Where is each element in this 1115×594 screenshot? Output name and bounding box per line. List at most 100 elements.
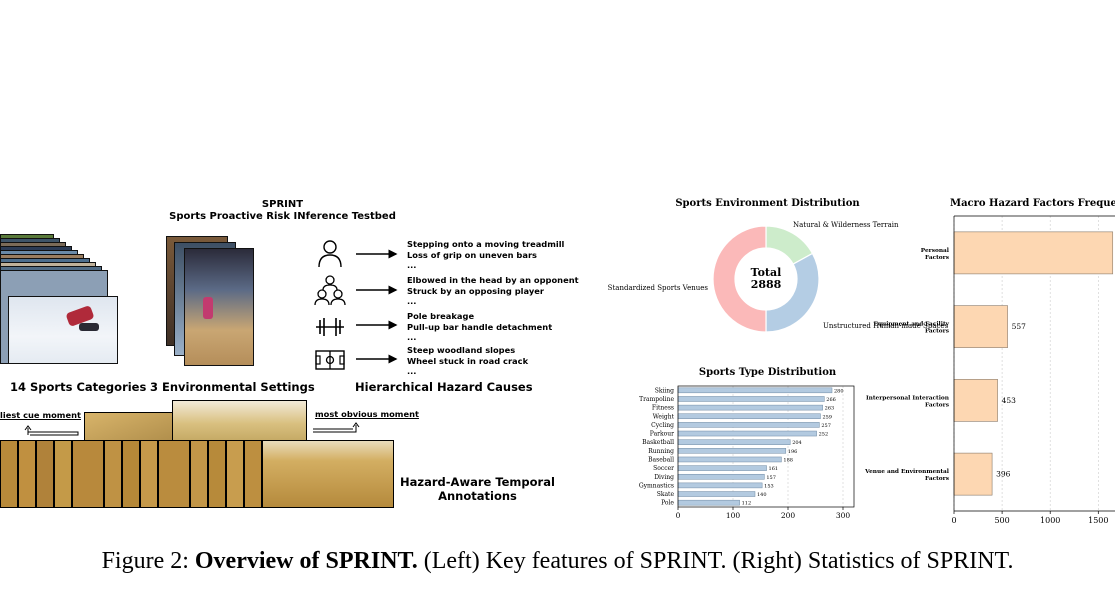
hazard-category-label: Interpersonal Interaction bbox=[866, 395, 950, 401]
hazard-category-label: Factors bbox=[925, 329, 950, 335]
sports-value-label: 188 bbox=[783, 457, 793, 463]
sports-value-label: 157 bbox=[766, 475, 776, 481]
sports-bar bbox=[677, 491, 756, 497]
sprint-title-expansion: Sports Proactive Risk INference Testbed bbox=[169, 211, 396, 222]
hazard-category-label: Factors bbox=[925, 402, 950, 408]
sports-bar bbox=[677, 473, 765, 480]
cause-line: Struck by an opposing player bbox=[407, 285, 544, 296]
temporal-label-line1: Hazard-Aware Temporal bbox=[400, 475, 555, 489]
sports-category-stack bbox=[0, 234, 120, 364]
hazard-category-label: Factors bbox=[925, 255, 950, 261]
cause-line: ... bbox=[407, 296, 417, 306]
sports-category-label: Running bbox=[648, 448, 674, 455]
hazard-category-label: Equipment and Facility bbox=[874, 322, 950, 328]
person-icon bbox=[318, 240, 342, 268]
donut-label-standardized: Standardized Sports Venues bbox=[608, 284, 709, 292]
sports-category-label: Pole bbox=[661, 500, 674, 507]
sprint-title: SPRINT Sports Proactive Risk INference T… bbox=[150, 199, 415, 223]
sports-value-label: 252 bbox=[819, 432, 829, 438]
caption-bold: Overview of SPRINT. bbox=[194, 548, 418, 574]
environment-stack bbox=[166, 236, 266, 370]
sports-value-label: 153 bbox=[764, 483, 774, 489]
donut-slice-1 bbox=[765, 252, 820, 333]
sports-category-label: Soccer bbox=[653, 465, 674, 472]
most-obvious-label: most obvious moment bbox=[315, 409, 419, 419]
cause-arrows bbox=[356, 249, 398, 364]
cause-group-environment: Steep woodland slopes Wheel stuck in roa… bbox=[407, 345, 528, 377]
sports-category-label: Weight bbox=[653, 413, 675, 420]
sports-bar bbox=[677, 404, 823, 411]
caption-prefix: Figure 2: bbox=[101, 548, 195, 574]
sports-bar bbox=[677, 387, 833, 394]
hazard-value-label: 453 bbox=[1002, 396, 1017, 405]
donut-chart: Total 2888 Natural & Wilderness Terrain … bbox=[608, 221, 949, 333]
hazard-value-label: 396 bbox=[996, 470, 1011, 479]
sports-value-label: 263 bbox=[825, 406, 835, 412]
sports-category-label: Parkour bbox=[650, 431, 674, 438]
figure-caption: Figure 2: Overview of SPRINT. (Left) Key… bbox=[0, 548, 1115, 575]
cause-line: Loss of grip on uneven bars bbox=[407, 249, 537, 260]
hazard-chart-title: Macro Hazard Factors Frequen bbox=[950, 198, 1115, 209]
sports-plot-frame bbox=[677, 385, 855, 508]
sports-bar bbox=[677, 422, 820, 428]
hazard-bar bbox=[953, 452, 993, 496]
hazard-x-tick-label: 1500 bbox=[1088, 516, 1108, 525]
cause-line: Pole breakage bbox=[407, 311, 475, 321]
sports-category-label: Cycling bbox=[651, 422, 674, 429]
cause-line: Stepping onto a moving treadmill bbox=[407, 239, 565, 249]
sports-bar bbox=[677, 456, 782, 463]
hazard-bar bbox=[953, 305, 1008, 348]
hazard-bar bbox=[953, 379, 998, 422]
sports-value-label: 204 bbox=[792, 440, 802, 446]
sports-category-label: Basketball bbox=[642, 439, 674, 446]
sports-x-tick-label: 300 bbox=[836, 511, 851, 520]
temporal-label-line2: Annotations bbox=[438, 489, 517, 503]
sports-bar bbox=[677, 396, 825, 402]
sports-category-label: Baseball bbox=[648, 456, 674, 463]
donut-center-count: 2888 bbox=[751, 278, 782, 291]
hazard-x-tick-label: 0 bbox=[951, 516, 956, 525]
caption-rest: (Left) Key features of SPRINT. (Right) S… bbox=[417, 548, 1014, 574]
sports-category-label: Gymnastics bbox=[639, 482, 674, 489]
cause-line: ... bbox=[407, 260, 417, 270]
earliest-cue-label: liest cue moment bbox=[0, 410, 81, 420]
sports-value-label: 112 bbox=[742, 501, 752, 507]
sports-value-label: 280 bbox=[834, 388, 844, 394]
hazard-bar bbox=[953, 231, 1114, 275]
sports-value-label: 266 bbox=[826, 397, 836, 403]
field-icon bbox=[315, 350, 345, 370]
sports-x-tick-label: 200 bbox=[781, 511, 796, 520]
temporal-clip-strip bbox=[0, 400, 400, 512]
sports-bar bbox=[677, 413, 821, 420]
hazard-x-tick-label: 1000 bbox=[1040, 516, 1060, 525]
sports-type-chart-title: Sports Type Distribution bbox=[698, 367, 837, 378]
ski-photo bbox=[8, 296, 118, 364]
earliest-cue-bracket bbox=[24, 425, 79, 436]
hazard-x-tick-label: 500 bbox=[994, 516, 1009, 525]
cause-group-personal: Stepping onto a moving treadmill Loss of… bbox=[407, 239, 564, 271]
sports-value-label: 140 bbox=[757, 492, 767, 498]
feature-environmental-settings: 3 Environmental Settings bbox=[150, 380, 315, 394]
hazard-category-label: Personal bbox=[921, 248, 950, 254]
sports-bar bbox=[677, 499, 740, 506]
sprint-title-name: SPRINT bbox=[261, 199, 304, 210]
sports-bar bbox=[677, 482, 763, 489]
sports-bar bbox=[677, 465, 767, 471]
gym-photo bbox=[184, 248, 254, 366]
cause-group-equipment: Pole breakage Pull-up bar handle detachm… bbox=[407, 311, 552, 343]
donut-center-total: Total bbox=[751, 266, 782, 279]
donut-slice-2 bbox=[712, 225, 767, 333]
sports-x-tick-label: 100 bbox=[726, 511, 741, 520]
sports-value-label: 161 bbox=[769, 466, 779, 472]
sports-category-label: Trampoline bbox=[639, 396, 674, 403]
most-obvious-bracket bbox=[313, 422, 360, 433]
cause-group-interpersonal: Elbowed in the head by an opponent Struc… bbox=[407, 275, 579, 307]
sports-category-label: Skate bbox=[657, 491, 675, 498]
sports-bar bbox=[677, 439, 791, 445]
feature-hazard-causes: Hierarchical Hazard Causes bbox=[355, 380, 533, 394]
sports-value-label: 259 bbox=[822, 414, 832, 420]
sports-value-label: 196 bbox=[788, 449, 798, 455]
cause-line: ... bbox=[407, 366, 417, 376]
sports-category-label: Diving bbox=[654, 474, 674, 481]
